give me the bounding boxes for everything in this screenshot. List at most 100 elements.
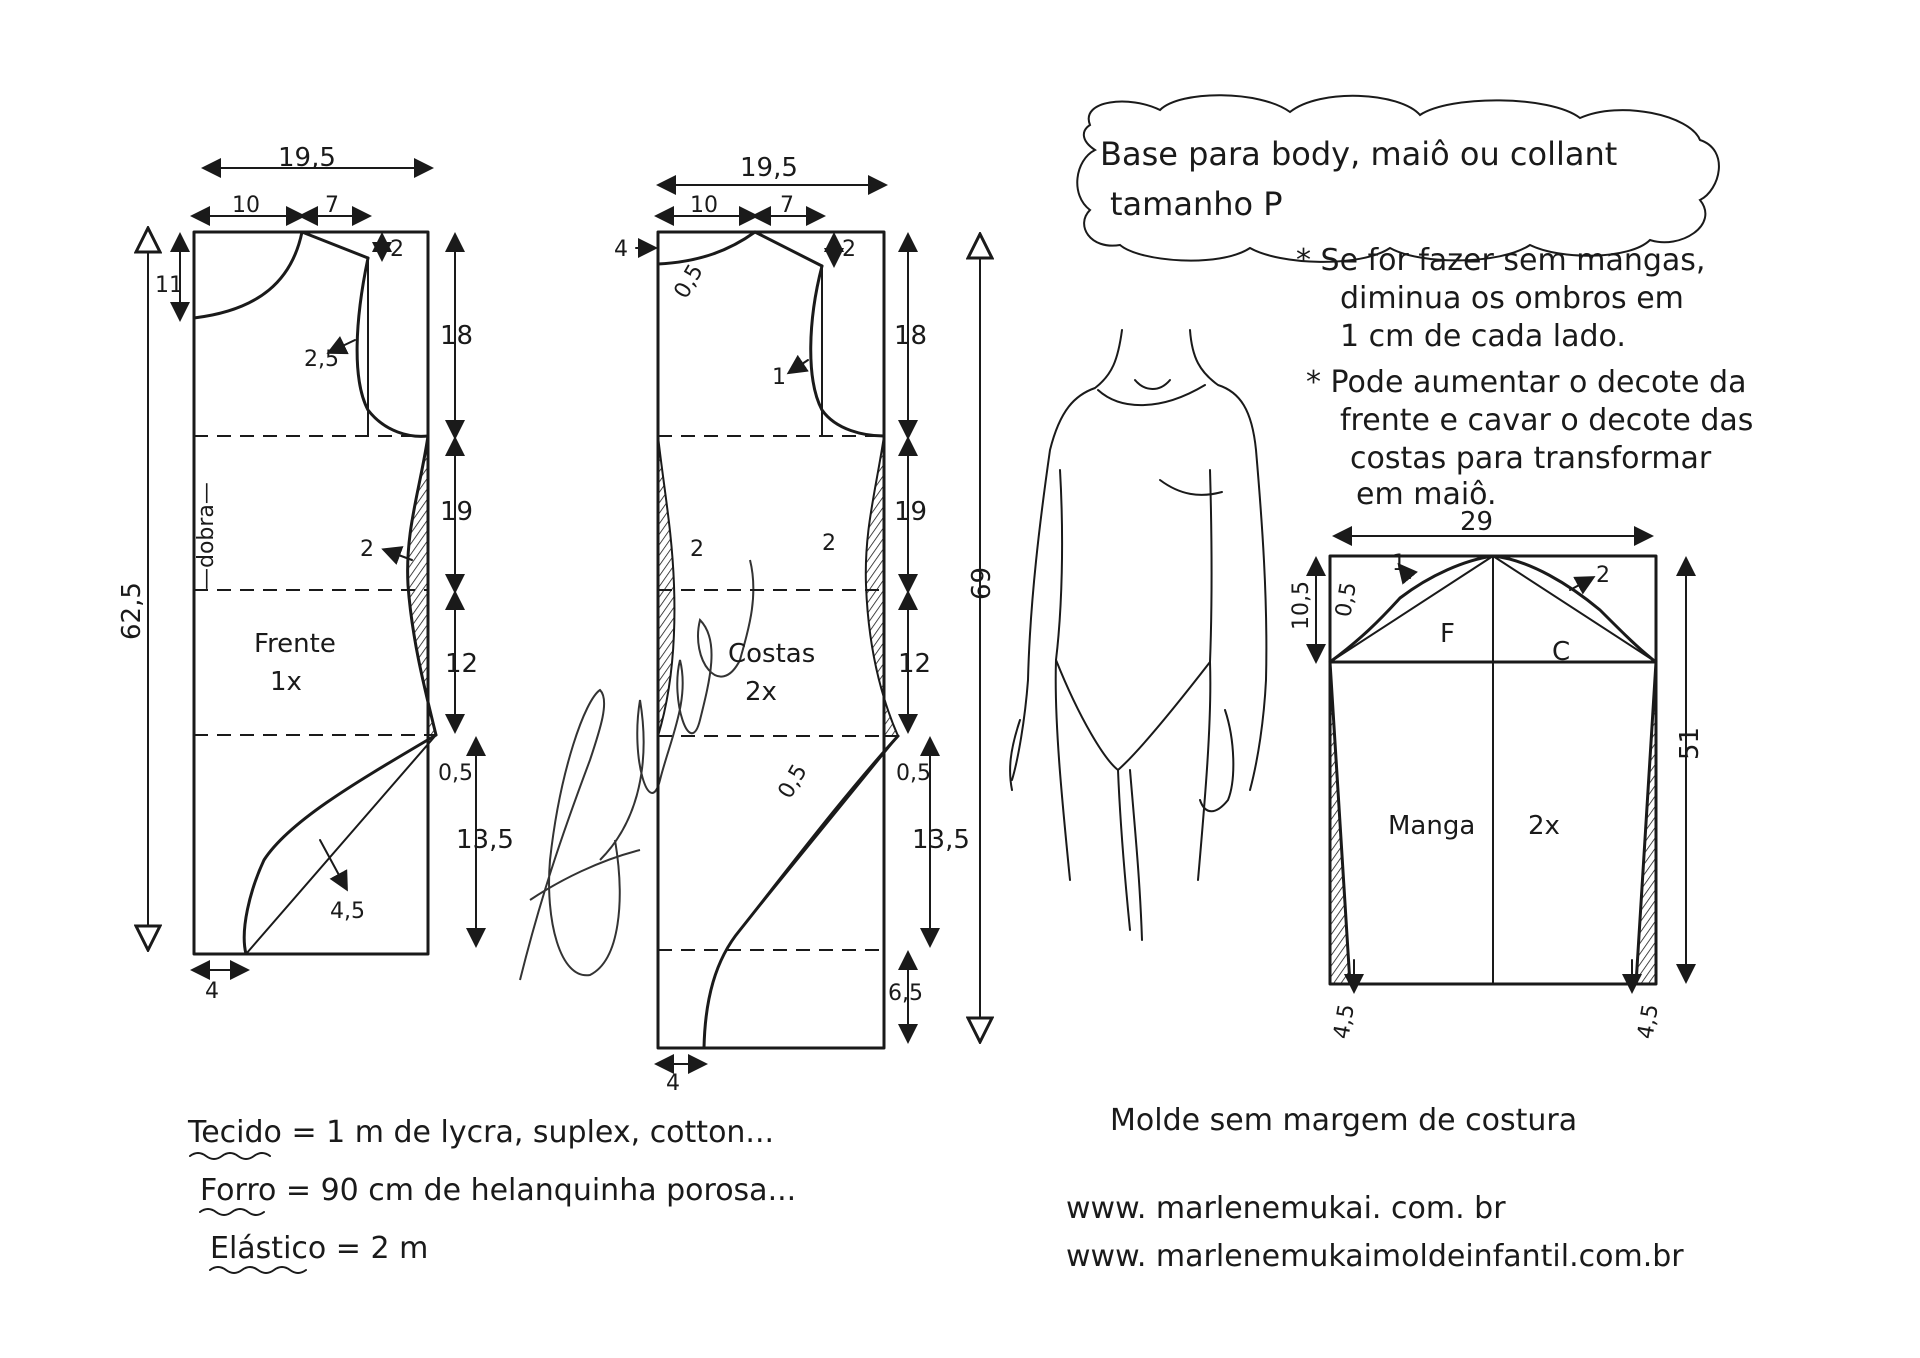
front-waist-in-arrow (381, 546, 413, 565)
sleeve-cap-front-out-label: 1 (1392, 551, 1406, 576)
back-pattern-piece: 19,5 10 7 2 4 0,5 1 18 19 2 2 12 0,5 0,5… (614, 153, 997, 1096)
front-waist-height-label: 19 (440, 497, 473, 527)
note-line-5: frente e cavar o decote das (1340, 403, 1753, 438)
note-line-6: costas para transformar (1350, 441, 1712, 476)
footer-block: Molde sem margem de costura www. marlene… (1066, 1103, 1684, 1274)
front-waist-in-label: 2 (360, 537, 374, 562)
sleeve-cap-back-out-arrow (1569, 576, 1596, 595)
sleeve-cap-back-out-label: 2 (1596, 563, 1610, 588)
sleeve-width-label: 29 (1460, 507, 1493, 537)
materials-elastico: Elástico = 2 m (210, 1231, 428, 1266)
note-line-2: diminua os ombros em (1340, 281, 1684, 316)
note-line-4: * Pode aumentar o decote da (1306, 365, 1746, 400)
signature (519, 559, 755, 981)
back-waist-in-right-label: 2 (822, 531, 836, 556)
sleeve-hem-left-label: 4,5 (1329, 1002, 1360, 1041)
elastico-underline (209, 1266, 307, 1274)
front-neckline (192, 230, 304, 320)
back-neck-depth-label: 0,5 (670, 260, 709, 303)
back-left-waist-hatch (657, 435, 676, 737)
notes-block: * Se for fazer sem mangas, diminua os om… (1296, 243, 1753, 512)
forro-underline (199, 1208, 265, 1216)
back-hip-height-label: 12 (898, 649, 931, 679)
front-shoulder (300, 230, 370, 260)
sleeve-right-seam (1634, 660, 1658, 986)
back-crotch-width-label: 4 (666, 1071, 680, 1096)
back-leg-curve-label: 0,5 (774, 760, 813, 803)
sleeve-left-seam (1328, 660, 1352, 986)
front-neck-depth-label: 11 (155, 273, 183, 298)
front-waist-hatch (406, 435, 438, 736)
back-piece-count: 2x (745, 677, 777, 707)
front-total-height-label: 62,5 (117, 582, 147, 640)
materials-block: Tecido = 1 m de lycra, suplex, cotton...… (187, 1115, 796, 1274)
front-leg-guide (245, 734, 437, 955)
materials-forro: Forro = 90 cm de helanquinha porosa... (200, 1173, 796, 1208)
sleeve-piece-name: Manga (1388, 811, 1475, 841)
back-hip-out-label: 0,5 (896, 761, 931, 786)
front-frame (192, 230, 430, 956)
front-fold-label: —dobra— (194, 482, 219, 590)
back-width-label: 19,5 (740, 153, 798, 183)
back-neckline (656, 230, 757, 266)
sleeve-cap-front-out-arrow (1397, 562, 1418, 585)
sleeve-hem-right-label: 4,5 (1633, 1002, 1664, 1041)
front-width-label: 19,5 (278, 143, 336, 173)
sleeve-piece-count: 2x (1528, 811, 1560, 841)
back-piece-name: Costas (728, 639, 815, 669)
front-armhole-height-label: 18 (440, 321, 473, 351)
front-hip-height-label: 12 (445, 649, 478, 679)
note-line-3: 1 cm de cada lado. (1340, 319, 1626, 354)
back-neck-width-label: 10 (690, 193, 718, 218)
front-armhole (355, 256, 430, 438)
footer-note: Molde sem margem de costura (1110, 1103, 1577, 1138)
title-line2: tamanho P (1110, 185, 1283, 223)
front-shoulder-drop-label: 2 (390, 237, 404, 262)
back-shoulder-drop-label: 2 (842, 237, 856, 262)
back-armhole-curve-label: 1 (772, 365, 786, 390)
front-crotch-height-label: 13,5 (456, 825, 514, 855)
title-line1: Base para body, maiô ou collant (1100, 135, 1617, 173)
front-crotch-width-label: 4 (205, 979, 219, 1004)
front-neck-width-label: 10 (232, 193, 260, 218)
front-armhole-curve-label: 2,5 (304, 347, 339, 372)
back-waist-height-label: 19 (894, 497, 927, 527)
sleeve-pattern-piece: 29 10,5 0,5 1 2 51 4,5 4,5 F C Manga 2x (1289, 507, 1705, 1041)
sleeve-cap-height-label: 10,5 (1289, 581, 1314, 630)
back-waist-in-left-label: 2 (690, 537, 704, 562)
back-armhole-height-label: 18 (894, 321, 927, 351)
sleeve-back-label: C (1552, 637, 1570, 667)
front-leg-curve (242, 733, 438, 956)
sleeve-cap-front-in-label: 0,5 (1331, 580, 1362, 619)
footer-url-1: www. marlenemukai. com. br (1066, 1191, 1506, 1226)
front-armhole-curve-arrow (326, 336, 356, 355)
back-shoulder-width-label: 7 (780, 193, 794, 218)
back-crotch-height-label: 13,5 (912, 825, 970, 855)
back-total-height-label: 69 (967, 567, 997, 600)
title-cloud: Base para body, maiô ou collant tamanho … (1076, 94, 1720, 263)
tecido-underline (189, 1152, 271, 1160)
back-shoulder (753, 230, 824, 268)
footer-url-2: www. marlenemukaimoldeinfantil.com.br (1066, 1239, 1684, 1274)
back-crotch-ext-label: 6,5 (888, 981, 923, 1006)
back-armhole (809, 264, 886, 438)
back-center-top-label: 4 (614, 237, 628, 262)
front-piece-count: 1x (270, 667, 302, 697)
front-leg-curve-label: 4,5 (330, 899, 365, 924)
front-shoulder-width-label: 7 (325, 193, 339, 218)
note-line-1: * Se for fazer sem mangas, (1296, 243, 1705, 278)
front-pattern-piece: 19,5 10 7 2 11 2,5 18 19 2 12 0,5 13,5 4… (117, 143, 514, 1004)
sleeve-cap-curve (1328, 554, 1658, 664)
sleeve-length-label: 51 (1675, 727, 1705, 760)
sleeve-front-label: F (1440, 619, 1455, 649)
materials-tecido: Tecido = 1 m de lycra, suplex, cotton... (187, 1115, 774, 1150)
back-armhole-curve-arrow (786, 354, 809, 375)
front-hip-out-label: 0,5 (438, 761, 473, 786)
front-piece-name: Frente (254, 629, 336, 659)
note-line-7: em maiô. (1356, 477, 1497, 512)
bodysuit-figure-sketch (1009, 329, 1268, 941)
back-right-waist-hatch (864, 435, 900, 737)
back-leg-guide (739, 735, 899, 931)
front-leg-curve-arrow (319, 839, 348, 892)
